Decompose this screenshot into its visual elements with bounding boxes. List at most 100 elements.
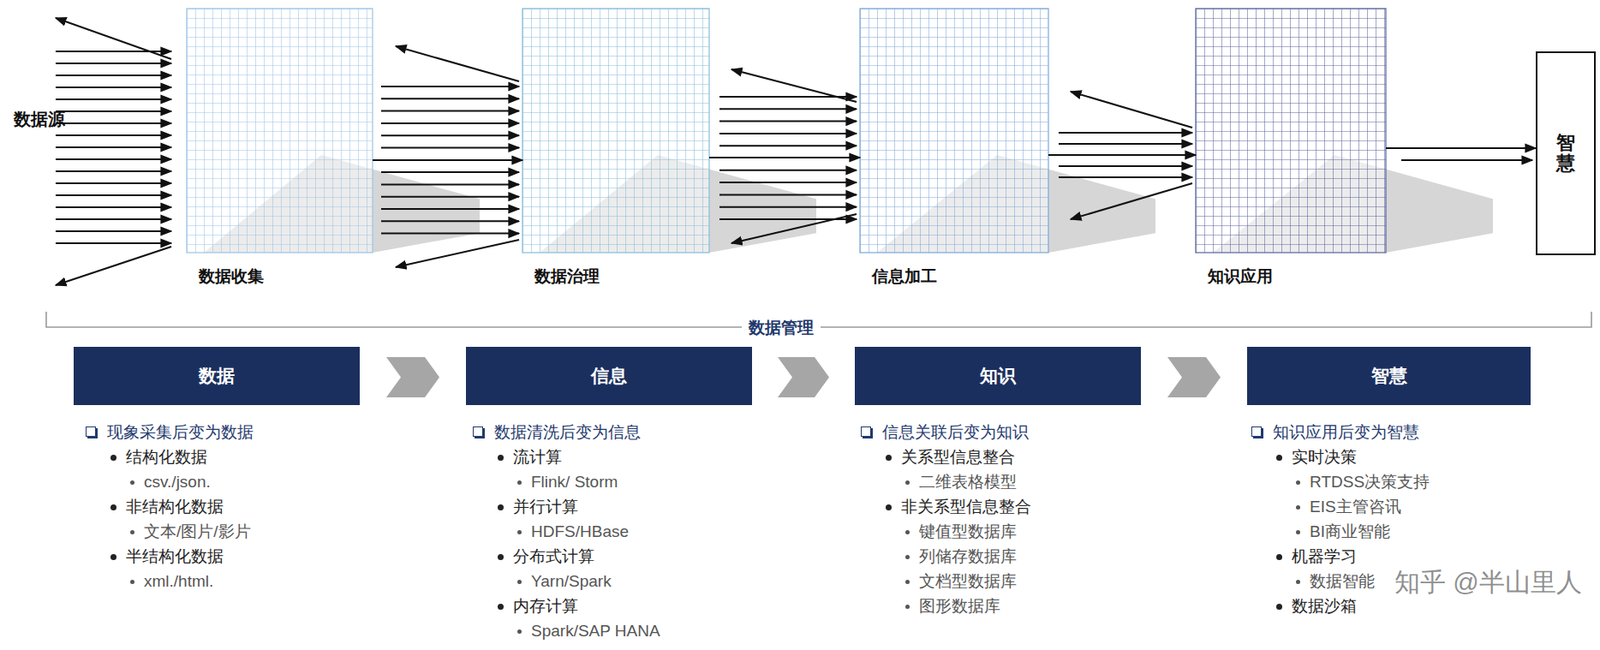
flow-arrow — [381, 122, 520, 125]
flow-arrow — [381, 171, 520, 174]
header-label: 智慧 — [1371, 364, 1408, 389]
stage-header: 信息 — [465, 346, 753, 406]
flow-arrow — [1048, 154, 1196, 156]
reflect-arrow — [55, 246, 172, 286]
list-item: HDFS/HBase — [513, 521, 629, 543]
result-box: 智慧 — [1535, 51, 1596, 256]
list-item: 半结构化数据 — [107, 546, 224, 568]
list-item: BI商业智能 — [1292, 521, 1391, 543]
panel-ground — [1195, 8, 1386, 253]
reflect-arrow — [395, 239, 520, 268]
flow-arrow — [55, 110, 172, 113]
stage-label: 信息加工 — [871, 265, 938, 288]
list-item: 流计算 — [494, 447, 562, 468]
list-item: 文本/图片/影片 — [126, 521, 251, 543]
reflect-arrow — [1070, 183, 1193, 220]
flow-arrow — [55, 98, 172, 101]
list-item: 列储存数据库 — [901, 546, 1017, 568]
bracket-label: 数据管理 — [741, 316, 821, 340]
list-item: 分布式计算 — [494, 546, 595, 568]
flow-arrow — [719, 206, 857, 209]
flow-arrow — [719, 169, 857, 172]
flow-arrow — [372, 159, 523, 162]
flow-arrow — [719, 144, 857, 147]
list-item: Flink/ Storm — [513, 471, 618, 493]
list-item: 非结构化数据 — [107, 496, 224, 518]
list-item: csv./json. — [126, 471, 211, 493]
chevron-arrow — [1167, 357, 1221, 398]
reflect-arrow — [55, 17, 172, 60]
header-label: 信息 — [591, 364, 627, 389]
panel-ground — [859, 8, 1049, 253]
list-item: 现象采集后变为数据 — [83, 422, 254, 443]
list-item: 关系型信息整合 — [882, 447, 1015, 468]
list-item: EIS主管咨讯 — [1292, 496, 1402, 518]
list-item: 数据智能 — [1292, 571, 1375, 592]
grid-panel — [186, 8, 373, 253]
chevron-arrow — [777, 357, 830, 398]
list-item: Yarn/Spark — [513, 571, 612, 592]
flow-arrow — [55, 206, 172, 209]
list-item: 文档型数据库 — [901, 571, 1017, 592]
watermark: 知乎 @半山里人 — [1394, 565, 1583, 601]
flow-arrow — [55, 182, 172, 185]
flow-arrow — [381, 232, 520, 235]
flow-arrow — [709, 156, 860, 159]
flow-arrow — [719, 132, 857, 135]
flow-arrow — [719, 120, 857, 123]
chevron-arrow — [386, 357, 440, 398]
flow-arrow — [1058, 143, 1193, 145]
list-item: 数据清洗后变为信息 — [471, 422, 641, 443]
panel-ground — [186, 8, 373, 253]
reflect-arrow — [731, 214, 857, 244]
reflect-arrow — [395, 46, 520, 82]
stage-label: 知识应用 — [1207, 265, 1273, 288]
grid-panel — [859, 8, 1049, 253]
grid-panel: 信息加工 — [859, 8, 1049, 253]
list-item: 信息关联后变为知识 — [859, 422, 1029, 443]
flow-arrow — [381, 196, 520, 198]
list-item: 实时决策 — [1272, 447, 1357, 468]
flow-arrow — [719, 107, 857, 110]
flow-arrow — [55, 158, 172, 161]
flow-arrow — [1401, 159, 1533, 162]
flow-arrow — [55, 242, 172, 245]
flow-arrow — [55, 218, 172, 221]
stage-label: 数据治理 — [534, 265, 600, 288]
flow-arrow — [1058, 165, 1193, 168]
list-item: 键值型数据库 — [901, 521, 1017, 543]
flow-arrow — [381, 147, 520, 150]
flow-arrow — [55, 50, 172, 53]
list-item: 二维表格模型 — [901, 471, 1017, 493]
reflect-arrow — [731, 69, 857, 102]
list-item: 图形数据库 — [901, 596, 1001, 617]
flow-arrow — [719, 181, 857, 184]
list-item: 知识应用后变为智慧 — [1249, 422, 1420, 443]
flow-arrow — [381, 97, 520, 100]
list-item: 结构化数据 — [107, 447, 208, 468]
flow-arrow — [55, 62, 172, 65]
flow-arrow — [381, 208, 520, 210]
stage-header: 智慧 — [1247, 346, 1531, 406]
list-item: Spark/SAP HANA — [513, 620, 661, 642]
flow-arrow — [55, 230, 172, 233]
flow-arrow — [1058, 131, 1193, 134]
grid-panel — [1195, 8, 1386, 253]
list-item: 并行计算 — [494, 496, 579, 518]
flow-arrow — [55, 74, 172, 77]
list-item: 机器学习 — [1272, 546, 1357, 568]
list-item: RTDSS决策支持 — [1292, 471, 1430, 493]
flow-arrow — [55, 134, 172, 137]
list-item: 非关系型信息整合 — [882, 496, 1032, 518]
list-item: 内存计算 — [494, 596, 579, 617]
grid-panel: 数据治理 — [522, 8, 710, 253]
flow-arrow — [381, 85, 520, 88]
flow-arrow — [381, 110, 520, 113]
flow-arrow — [55, 194, 172, 197]
stage-header: 知识 — [854, 346, 1141, 406]
grid-panel: 知识应用 — [1195, 8, 1386, 253]
reflect-arrow — [1070, 91, 1193, 128]
box-label: 智慧 — [1556, 132, 1576, 174]
list-item: 数据沙箱 — [1272, 596, 1357, 617]
flow-arrow — [381, 134, 520, 137]
